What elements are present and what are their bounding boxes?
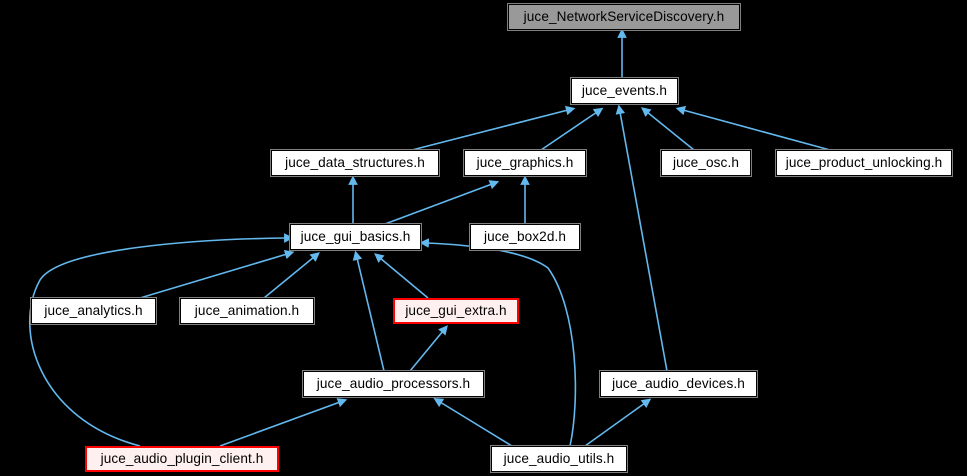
graph-node-animation[interactable]: juce_animation.h [180,298,314,324]
graph-node-network_service_discovery[interactable]: juce_NetworkServiceDiscovery.h [508,4,740,30]
graph-node-graphics[interactable]: juce_graphics.h [464,150,586,176]
graph-node-data_structures[interactable]: juce_data_structures.h [271,150,439,176]
graph-edge [139,249,295,299]
graph-node-analytics[interactable]: juce_analytics.h [31,298,156,324]
graph-edge [419,238,577,447]
graph-node-label: juce_data_structures.h [285,155,425,171]
graph-edge [615,104,668,372]
graph-node-label: juce_gui_extra.h [405,303,507,319]
graph-node-audio_processors[interactable]: juce_audio_processors.h [303,371,484,397]
graph-node-label: juce_NetworkServiceDiscovery.h [523,9,725,25]
graph-node-label: juce_audio_plugin_client.h [100,451,264,467]
graph-node-label: juce_graphics.h [476,155,574,171]
graph-node-box2d[interactable]: juce_box2d.h [470,224,580,250]
graph-edge [219,398,348,447]
graph-node-label: juce_product_unlocking.h [785,155,943,171]
graph-node-product_unlocking[interactable]: juce_product_unlocking.h [776,150,952,176]
graph-node-label: juce_audio_devices.h [612,376,745,392]
graph-node-gui_basics[interactable]: juce_gui_basics.h [290,224,421,250]
graph-edge [433,397,513,447]
graph-edge [384,180,500,225]
graph-node-label: juce_osc.h [673,155,739,171]
graph-node-label: juce_events.h [581,83,668,99]
graph-edge [263,252,320,299]
graph-node-label: juce_audio_processors.h [316,376,471,392]
graph-edge [675,105,831,151]
graph-edge [540,107,604,151]
graph-node-audio_devices[interactable]: juce_audio_devices.h [600,371,757,397]
graph-edge [584,398,652,447]
graph-node-osc[interactable]: juce_osc.h [661,150,751,176]
graph-node-label: juce_audio_utils.h [503,451,615,467]
graph-node-label: juce_analytics.h [44,303,143,319]
graph-edge [641,107,695,151]
graph-node-label: juce_gui_basics.h [300,229,411,245]
graph-node-gui_extra[interactable]: juce_gui_extra.h [393,298,519,324]
graph-node-events[interactable]: juce_events.h [571,78,678,104]
graph-node-label: juce_animation.h [194,303,300,319]
graph-node-audio_utils[interactable]: juce_audio_utils.h [491,446,627,472]
graph-edge [374,253,429,299]
graph-edge [28,233,294,447]
graph-node-audio_plugin_client[interactable]: juce_audio_plugin_client.h [85,446,279,472]
graph-node-label: juce_box2d.h [483,229,567,245]
graph-edge [352,250,385,372]
graph-edge [409,325,448,372]
graph-edge [411,105,576,151]
graph-edges [28,28,831,447]
